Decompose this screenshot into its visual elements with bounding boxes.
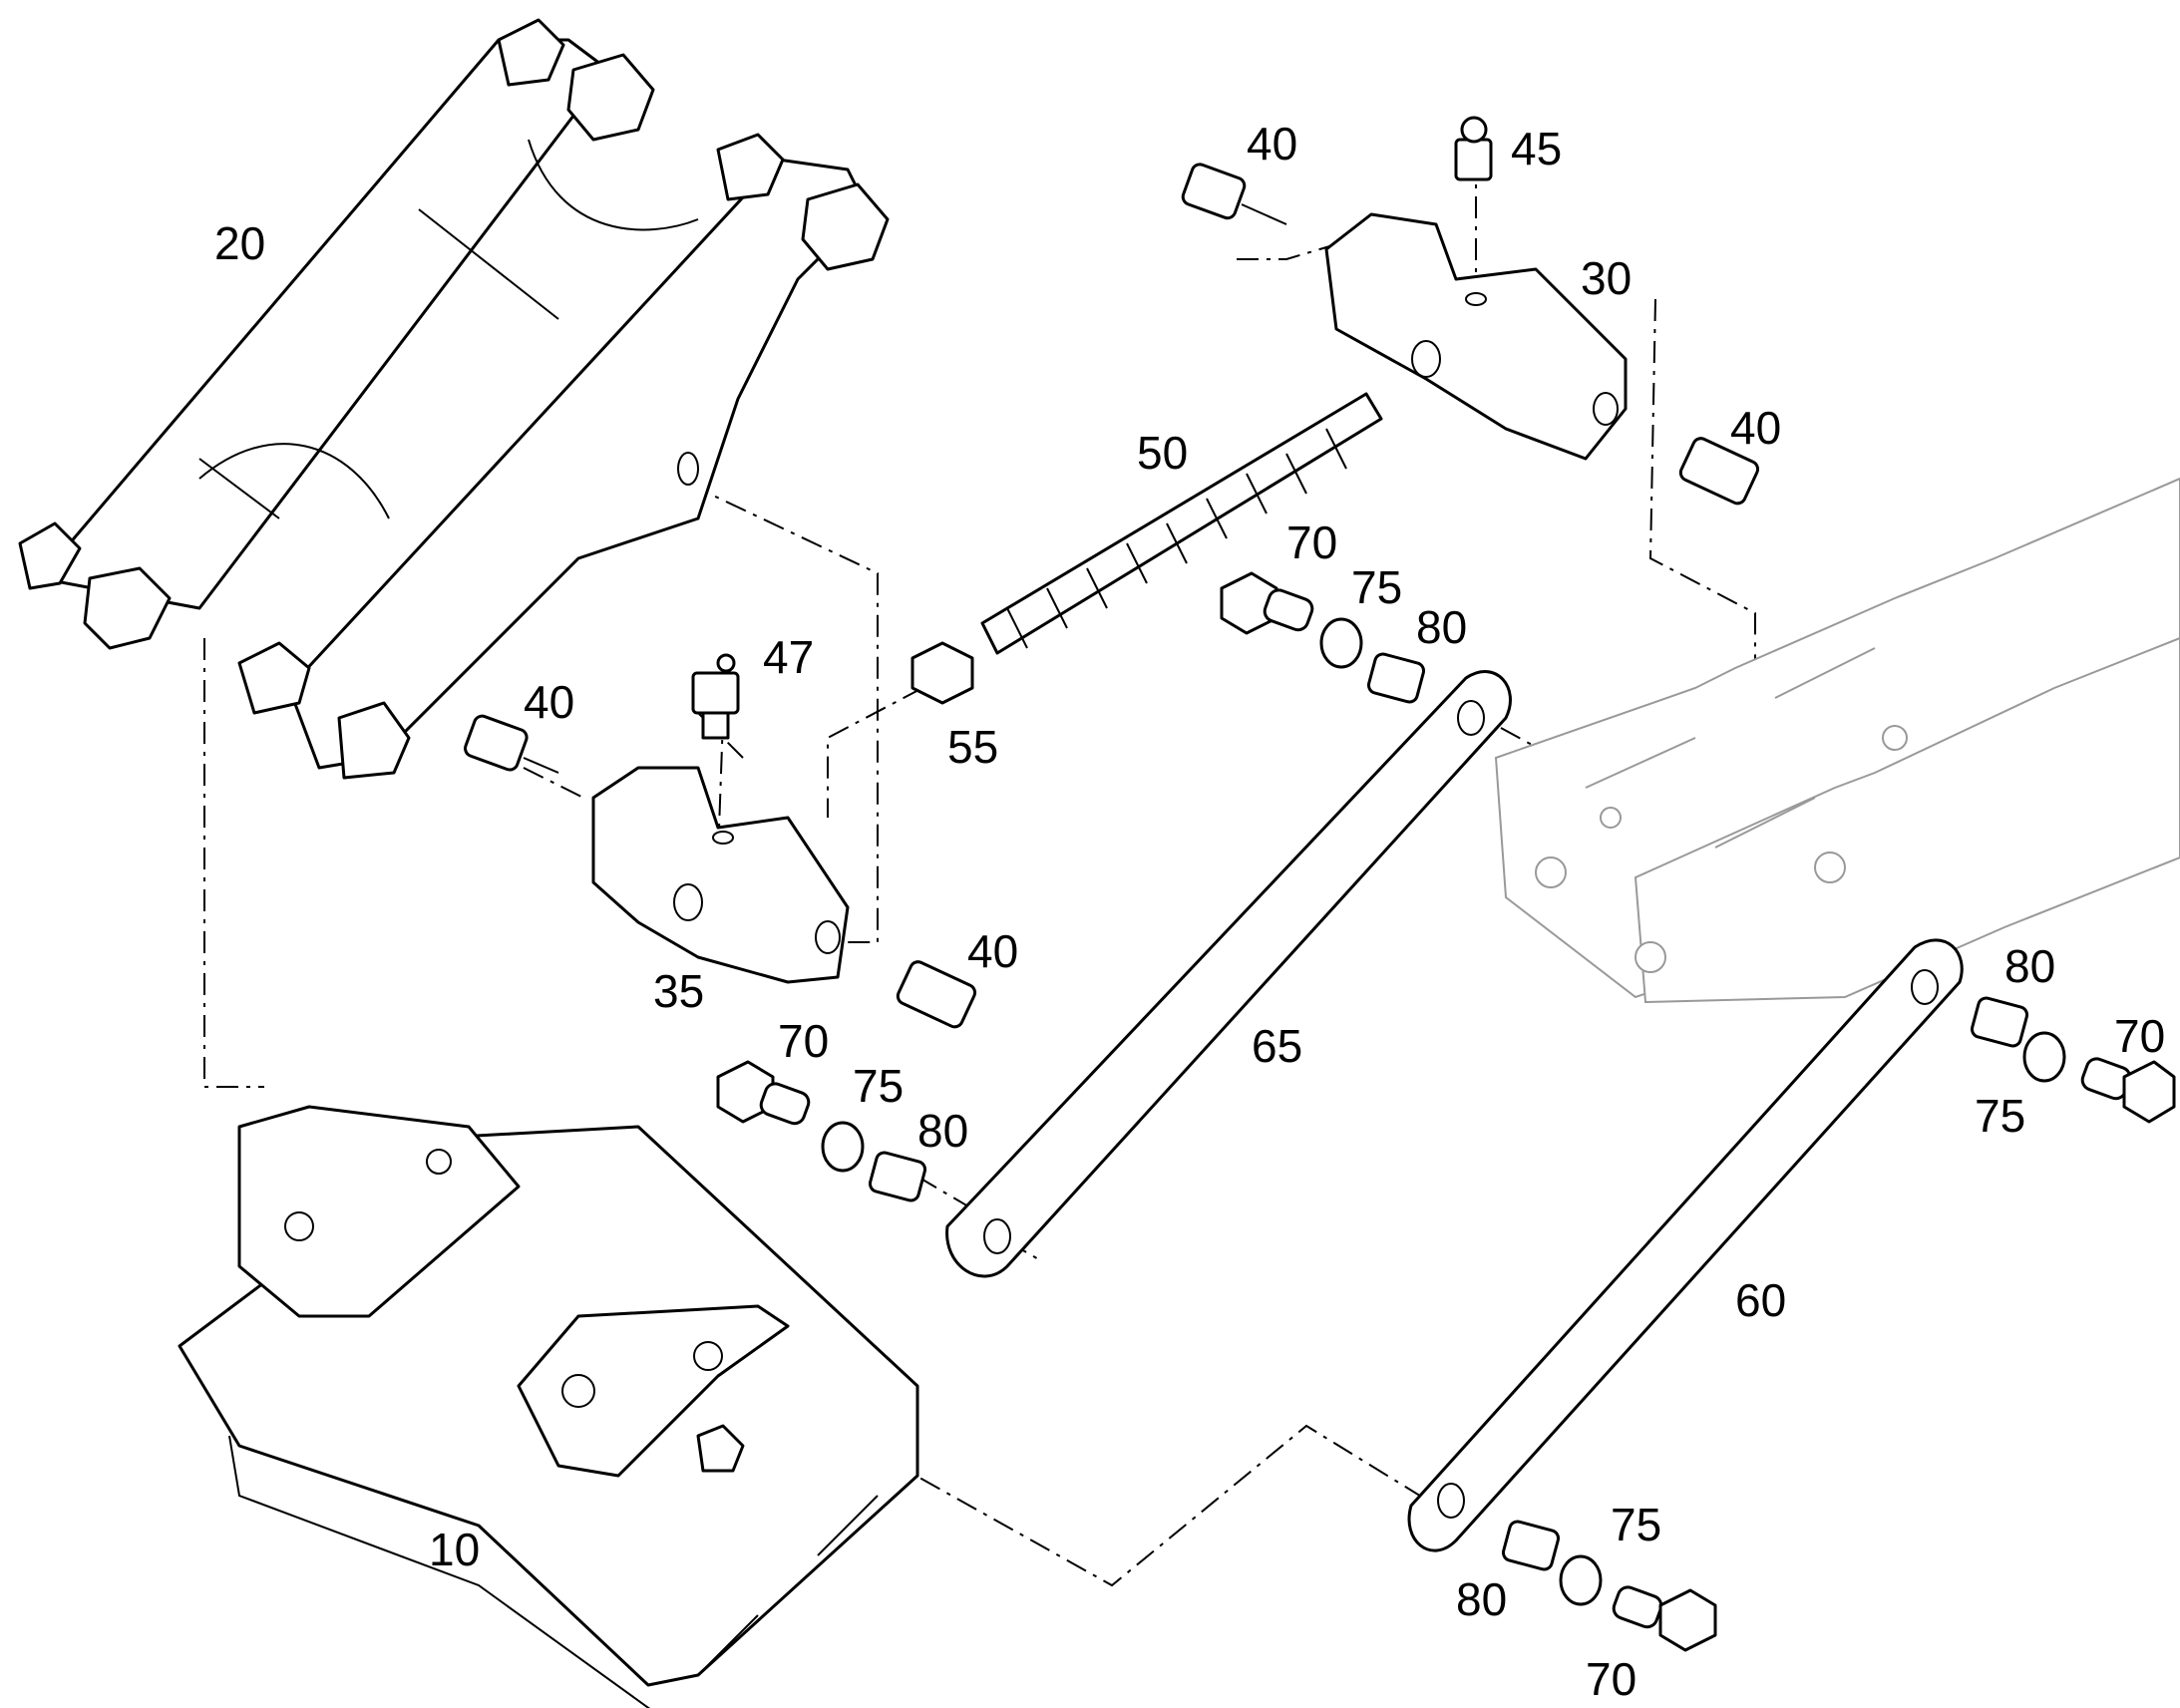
part-80-bushing-a [1366,652,1426,704]
callout-80-mid: 80 [917,1105,968,1157]
callout-65: 65 [1252,1020,1302,1072]
part-80-bushing-d [1501,1520,1561,1571]
part-70-bolt-b [716,1060,811,1126]
part-75-washer-a [1319,617,1363,669]
callout-55: 55 [947,721,998,773]
part-75-washer-b [821,1121,865,1173]
part-10-base-mount [178,1105,919,1708]
callout-60: 60 [1735,1274,1786,1326]
callout-70-right: 70 [2114,1010,2165,1062]
part-75-washer-c [2022,1031,2066,1083]
part-80-bushing-c [1970,996,2029,1048]
callout-80-top: 80 [1416,601,1467,653]
callout-40-left: 40 [524,676,574,728]
callout-30: 30 [1581,252,1632,304]
callout-40-right: 40 [1730,402,1781,454]
part-40-cap-screw-c [464,714,559,774]
part-45-grease-nipple [1454,116,1493,181]
callout-75-top: 75 [1351,561,1402,613]
callout-80-bottom: 80 [1456,1573,1507,1625]
part-70-bolt-c [2080,1057,2176,1124]
part-40-cap-screw-b [1678,437,1760,506]
callout-75-bottom: 75 [1611,1499,1661,1550]
callout-labels: 20 10 30 35 40 40 40 40 45 47 50 55 60 6… [214,118,2165,1705]
callout-70-top: 70 [1286,516,1337,568]
part-70-bolt-d [1612,1585,1717,1652]
callout-70-bottom: 70 [1586,1653,1636,1705]
part-80-bushing-b [868,1151,927,1202]
part-50-threaded-spindle [980,392,1383,655]
callout-75-mid: 75 [853,1060,904,1112]
callout-10: 10 [429,1524,480,1575]
callout-70-mid: 70 [778,1015,829,1067]
part-35-adjuster-block [591,766,850,984]
part-75-washer-d [1559,1554,1603,1606]
part-60-link-bar [1407,938,1964,1552]
part-20-link-frame [18,18,890,780]
callout-20: 20 [214,217,265,269]
callout-40-lower: 40 [967,925,1018,977]
callout-45: 45 [1511,123,1562,174]
callout-47: 47 [763,631,814,683]
callout-50: 50 [1137,427,1188,479]
part-65-link-bar [945,670,1512,1278]
part-40-cap-screw-a [1181,163,1287,225]
callout-40-top: 40 [1247,118,1297,170]
part-55-nut [910,641,974,705]
callout-80-right: 80 [2004,940,2055,992]
callout-75-right: 75 [1975,1090,2025,1142]
part-47-grease-nipple [691,653,740,740]
background-frame-outline [1494,477,2180,1004]
part-40-cap-screw-d [896,960,977,1029]
part-70-bolt-a [1220,571,1314,635]
part-30-adjuster-block [1324,212,1628,461]
callout-35: 35 [653,965,704,1017]
